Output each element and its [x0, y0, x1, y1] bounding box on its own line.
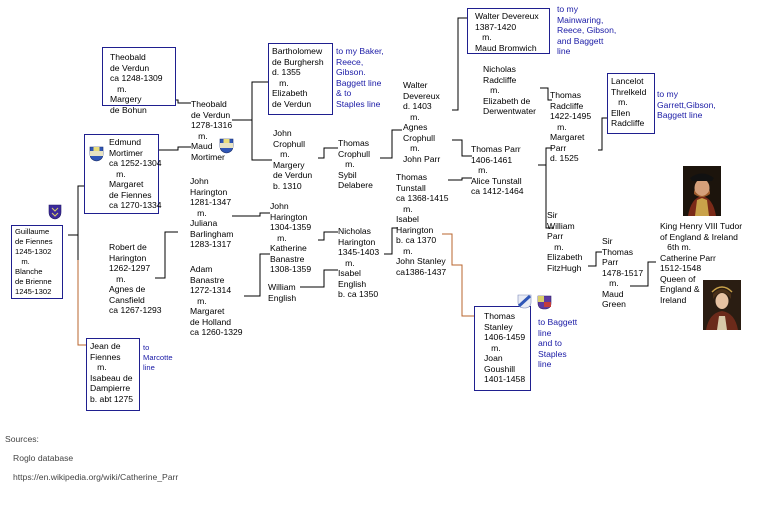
person-guillaume: Guillaume de Fiennes 1245-1302 m. Blanch… [15, 227, 53, 296]
person-nicholas-harington: Nicholas Harington 1345-1403 m. Isabel E… [338, 226, 380, 299]
person-william-parr: Sir William Parr m. Elizabeth FitzHugh [547, 210, 583, 273]
link-to-my-garrett[interactable]: to my Garrett,Gibson, Baggett line [657, 89, 716, 120]
sources-heading: Sources: [5, 434, 39, 444]
person-jean: Jean de Fiennes m. Isabeau de Dampierre … [90, 341, 134, 404]
person-thomas-crophull: Thomas Crophull m. Sybil Delabere [338, 138, 373, 190]
stanley-arms-icon [517, 294, 532, 309]
source-wikipedia-link[interactable]: https://en.wikipedia.org/wiki/Catherine_… [13, 472, 179, 482]
catherine-parr-portrait [703, 280, 741, 330]
person-lancelot: Lancelot Threlkeld m. Ellen Radcliffe [611, 76, 647, 128]
person-box-guillaume[interactable]: Guillaume de Fiennes 1245-1302 m. Blanch… [11, 225, 63, 299]
person-box-theobald-sr[interactable]: Theobald de Verdun ca 1248-1309 m. Marge… [102, 47, 176, 115]
person-john-crophull: John Crophull m. Margery de Verdun b. 13… [273, 128, 313, 191]
person-nicholas-radcliffe: Nicholas Radcliffe m. Elizabeth de Derwe… [483, 64, 537, 116]
person-theobald-jr: Theobald de Verdun 1278-1316 m. Maud Mor… [191, 99, 233, 162]
person-john-harington-1304: John Harington 1304-1359 m. Katherine Ba… [270, 201, 312, 274]
link-to-my-baker[interactable]: to my Baker, Reece, Gibson. Baggett line… [336, 46, 384, 109]
henry-viii-portrait [683, 166, 721, 216]
person-edmund: Edmund Mortimer ca 1252-1304 m. Margaret… [109, 137, 162, 210]
source-roglo: Roglo database [13, 453, 74, 463]
person-adam-banastre: Adam Banastre 1272-1314 m. Margaret de H… [190, 264, 243, 337]
person-john-harington-1281: John Harington 1281-1347 m. Juliana Barl… [190, 176, 234, 249]
link-to-baggett[interactable]: to Baggett line and to Staples line [538, 317, 578, 369]
verdun-arms-icon [219, 138, 234, 154]
link-to-my-mainwaring[interactable]: to my Mainwaring, Reece, Gibson, and Bag… [557, 4, 617, 56]
person-walter-devereux-1387: Walter Devereux 1387-1420 m. Maud Bromwi… [475, 11, 539, 53]
goushill-arms-icon [537, 295, 552, 310]
person-william-english: William English [268, 282, 297, 303]
person-box-bartholomew[interactable]: Bartholomew de Burghersh d. 1355 m. Eliz… [268, 43, 333, 115]
person-box-walter-devereux-1387[interactable]: Walter Devereux 1387-1420 m. Maud Bromwi… [467, 8, 550, 54]
person-bartholomew: Bartholomew de Burghersh d. 1355 m. Eliz… [272, 46, 324, 109]
person-thomas-parr-1478: Sir Thomas Parr 1478-1517 m. Maud Green [602, 236, 644, 309]
person-box-jean[interactable]: Jean de Fiennes m. Isabeau de Dampierre … [86, 338, 140, 411]
link-to-marcotte[interactable]: to Marcotte line [143, 343, 173, 372]
person-thomas-tunstall: Thomas Tunstall ca 1368-1415 m. Isabel H… [396, 172, 449, 277]
person-theobald-sr: Theobald de Verdun ca 1248-1309 m. Marge… [110, 52, 163, 115]
mortimer-arms-icon [89, 146, 104, 162]
person-henry-catherine: King Henry VIII Tudor of England & Irela… [660, 221, 743, 305]
person-box-edmund[interactable]: Edmund Mortimer ca 1252-1304 m. Margaret… [84, 134, 162, 214]
person-box-lancelot[interactable]: Lancelot Threlkeld m. Ellen Radcliffe [607, 73, 655, 134]
person-thomas-radcliffe: Thomas Radcliffe 1422-1495 m. Margaret P… [550, 90, 592, 163]
person-robert: Robert de Harington 1262-1297 m. Agnes d… [109, 242, 162, 315]
person-thomas-parr-1406: Thomas Parr 1406-1461 m. Alice Tunstall … [471, 144, 524, 196]
person-walter-devereux-1403: Walter Devereux d. 1403 m. Agnes Crophul… [403, 80, 441, 164]
person-box-thomas-stanley[interactable]: Thomas Stanley 1406-1459 m. Joan Goushil… [474, 306, 531, 391]
fiennes-arms-icon [48, 204, 62, 220]
person-thomas-stanley: Thomas Stanley 1406-1459 m. Joan Goushil… [484, 311, 526, 384]
